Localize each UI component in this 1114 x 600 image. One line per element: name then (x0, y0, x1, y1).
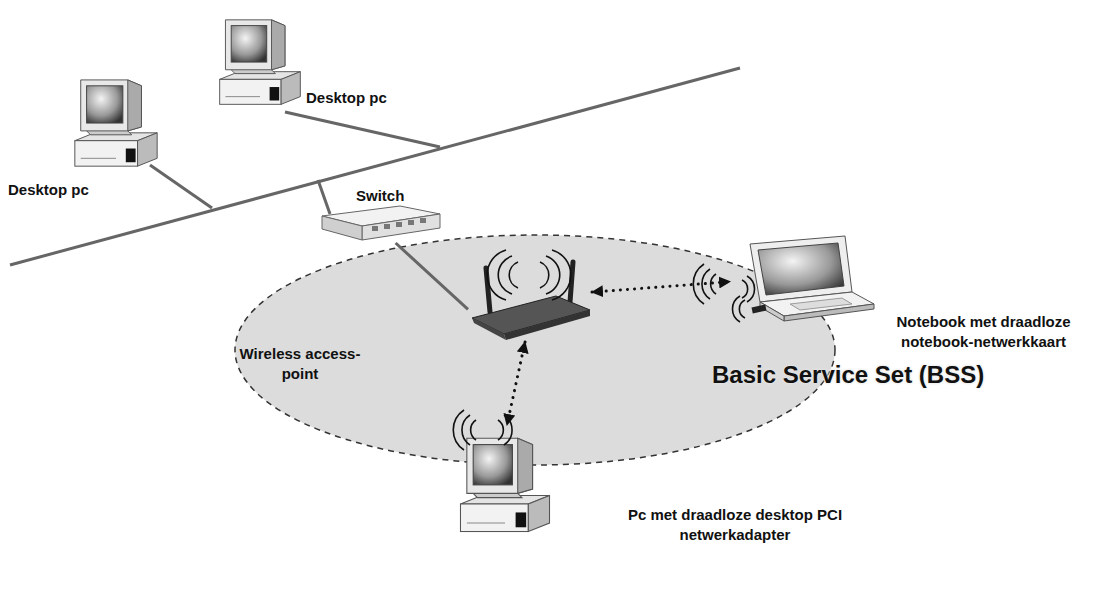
radio-waves (453, 410, 464, 450)
cable-link (396, 243, 468, 309)
radio-waves (546, 256, 560, 294)
notebook-icon (750, 236, 874, 321)
switch-icon (372, 226, 378, 231)
device-label: Desktop pc (306, 88, 387, 108)
wireless-link (592, 282, 730, 292)
radio-waves (739, 300, 745, 318)
device-node: Wireless access-point (468, 256, 592, 342)
switch-icon (322, 216, 362, 240)
device-label: Switch (356, 186, 404, 206)
notebook-icon (750, 236, 852, 302)
switch-icon (420, 218, 426, 223)
switch-icon (322, 206, 440, 240)
radio-waves (552, 250, 571, 300)
device-node: Pc met draadloze desktop PCI netwerkadap… (455, 425, 555, 547)
device-label: Wireless access-point (230, 344, 370, 384)
device-label: Pc met draadloze desktop PCI netwerkadap… (610, 505, 860, 545)
drop-cables (150, 112, 440, 214)
device-node: Desktop pc (68, 78, 166, 173)
desktop-icon (220, 20, 301, 104)
device-node: Notebook met draadloze notebook-netwerkk… (730, 232, 876, 324)
radio-waves (487, 250, 506, 300)
switch-icon (372, 218, 426, 231)
notebook-icon (760, 302, 784, 321)
radio-waves (471, 420, 476, 440)
drop-cables (318, 180, 330, 214)
radio-waves (453, 250, 754, 450)
backbone-cable (10, 68, 740, 265)
device-node: Desktop pc (215, 18, 305, 113)
switch-icon (362, 214, 440, 240)
notebook-icon (752, 305, 767, 314)
switch-icon (396, 222, 402, 227)
area-label: Basic Service Set (BSS) (712, 360, 984, 390)
radio-waves (509, 262, 518, 288)
wireless-link (507, 342, 525, 425)
device-label: Notebook met draadloze notebook-netwerkk… (876, 312, 1091, 352)
desktop-icon (75, 80, 157, 166)
radio-waves (462, 415, 470, 445)
access-point-icon (472, 318, 506, 340)
radio-waves (732, 296, 740, 322)
drop-cables (285, 112, 440, 147)
device-node: Switch (320, 205, 442, 243)
access-point-icon (504, 310, 590, 340)
radio-waves (742, 280, 748, 298)
radio-waves (747, 276, 755, 302)
notebook-icon (790, 298, 852, 310)
radio-waves (540, 262, 549, 288)
desktop-icon (460, 438, 549, 531)
device-label: Desktop pc (8, 180, 89, 200)
radio-waves (498, 256, 512, 294)
switch-icon (384, 224, 390, 229)
radio-waves (498, 420, 503, 440)
access-point-icon (472, 262, 590, 340)
drop-cables (150, 165, 212, 208)
switch-icon (408, 220, 414, 225)
notebook-icon (758, 243, 844, 295)
